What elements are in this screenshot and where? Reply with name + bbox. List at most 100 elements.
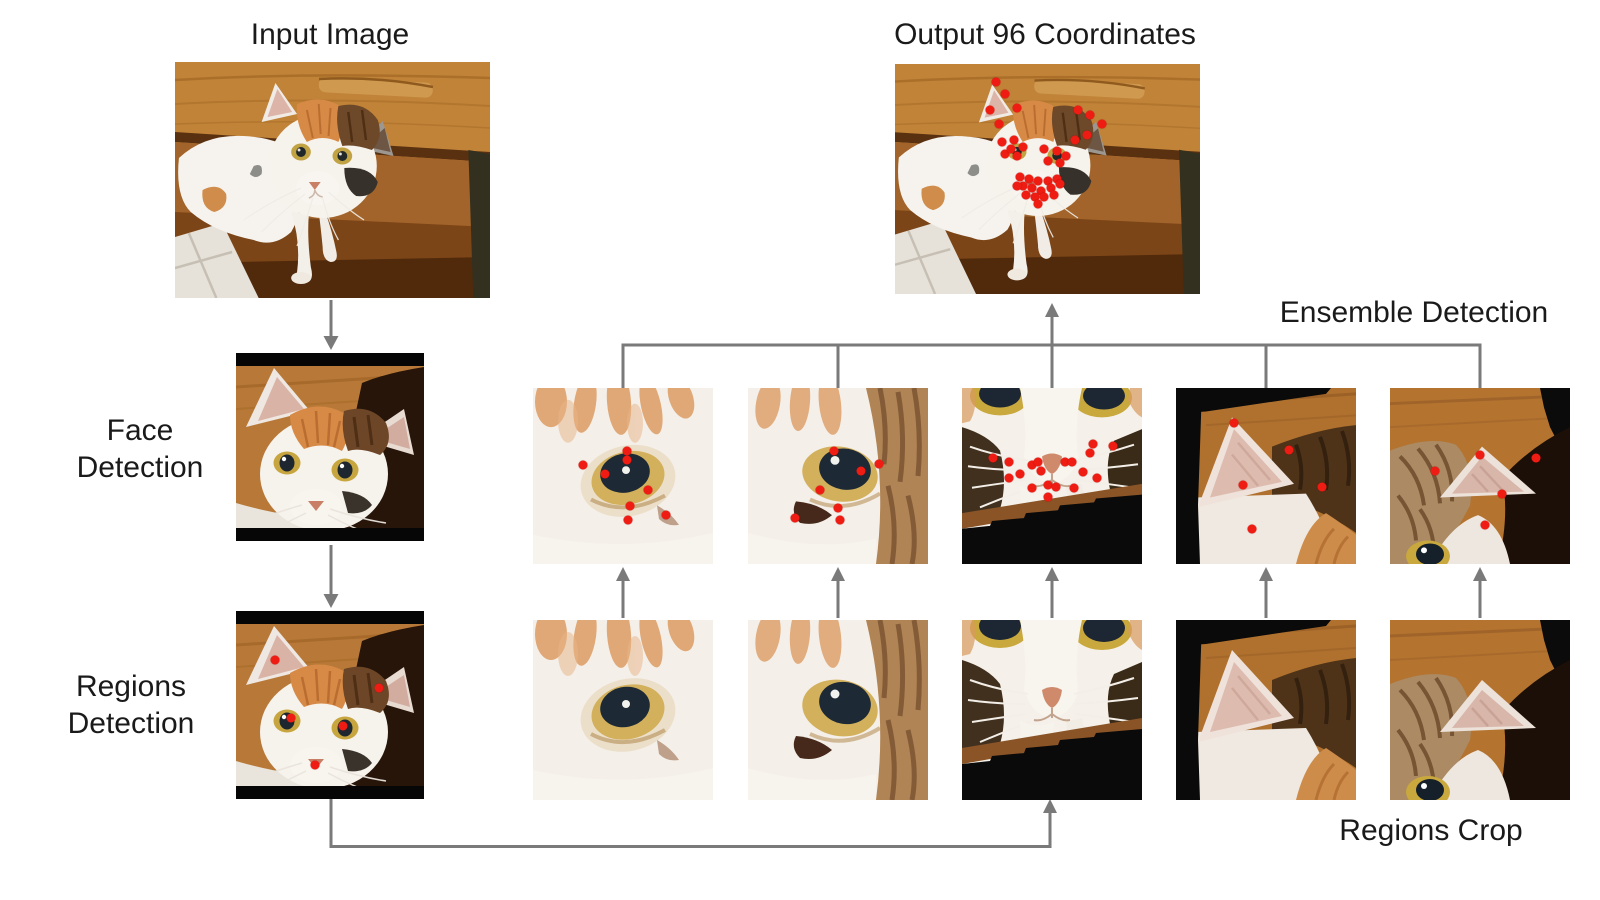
landmark-dot (1238, 480, 1248, 490)
landmark-dot (578, 460, 588, 470)
landmark-dot (1085, 448, 1095, 458)
landmark-dot (790, 513, 800, 523)
crop-right-eye (748, 620, 928, 800)
landmark-dot (622, 446, 632, 456)
landmark-dot (835, 515, 845, 525)
landmark-dot (815, 485, 825, 495)
landmark-dot (1012, 151, 1022, 161)
landmark-dot (994, 119, 1004, 129)
landmark-dot (1043, 176, 1052, 186)
face-detection-line1: Face (106, 414, 174, 447)
landmark-dot (1030, 192, 1040, 202)
landmark-dot (1043, 480, 1053, 490)
regions-to-crop-connector (329, 799, 1057, 848)
landmark-dot (1317, 482, 1327, 492)
landmark-dot (1088, 439, 1098, 449)
landmark-dot (1015, 172, 1025, 182)
landmark-dot (1108, 441, 1118, 451)
arrows-crops-to-region-detectors (616, 567, 1487, 618)
landmark-dot (1004, 473, 1014, 483)
output-title: Output 96 Coordinates (894, 18, 1196, 51)
regions-detection-line1: Regions (75, 670, 187, 703)
landmark-dot (1430, 466, 1440, 476)
crop-left-ear (1176, 620, 1356, 800)
landmark-dot (1049, 190, 1059, 200)
detected-left-ear (1176, 388, 1356, 564)
landmark-dot (661, 510, 671, 520)
landmark-dot (829, 446, 839, 456)
landmark-dot (1060, 457, 1070, 467)
landmark-dot (1073, 105, 1083, 115)
landmark-dot (997, 137, 1007, 147)
landmark-dot (1052, 146, 1062, 156)
landmark-dot (1497, 489, 1507, 499)
landmark-dot (1085, 110, 1095, 120)
landmark-dot (833, 503, 843, 513)
ensemble-detection-label: Ensemble Detection (1279, 296, 1549, 329)
landmark-dot (856, 466, 866, 476)
landmark-dot (1012, 181, 1022, 191)
landmark-dot (1070, 135, 1080, 145)
face-detection-label: Face Detection (40, 412, 240, 486)
landmark-dot (1284, 445, 1294, 455)
landmark-dot (1043, 156, 1052, 166)
landmark-dot (874, 459, 884, 469)
landmark-dot (1027, 460, 1037, 470)
landmark-dot (622, 455, 632, 465)
landmark-dot (1046, 183, 1056, 193)
landmark-dot (1229, 418, 1239, 428)
landmark-dot (1092, 473, 1102, 483)
landmark-dot (623, 515, 633, 525)
detected-right-eye (748, 388, 928, 564)
landmark-dot (1052, 174, 1062, 184)
landmark-dot (286, 713, 296, 723)
landmark-dot (1078, 467, 1088, 477)
input-cat-photo (175, 62, 490, 298)
landmark-dot (1027, 183, 1037, 193)
landmark-dot (1000, 89, 1010, 99)
arrow-face-to-regions (323, 545, 339, 608)
landmark-dot (1015, 469, 1025, 479)
detected-left-eye (533, 388, 713, 564)
landmark-dot (1009, 135, 1019, 145)
regions-detection-crop (236, 611, 424, 799)
landmark-dot (1018, 181, 1028, 191)
landmark-dot (1036, 186, 1046, 195)
landmark-dot (1055, 179, 1065, 189)
landmark-dot (1027, 483, 1037, 493)
landmark-dot (1051, 482, 1061, 492)
crop-left-eye (533, 620, 713, 800)
regions-detection-line2: Detection (67, 707, 195, 740)
detected-nose-mouth (962, 388, 1142, 564)
landmark-dot (1012, 103, 1022, 113)
landmark-dot (1033, 199, 1043, 209)
arrow-input-to-face (323, 300, 339, 350)
landmark-dot (1033, 176, 1043, 186)
crop-right-ear (1390, 620, 1570, 800)
landmark-dot (1055, 158, 1065, 168)
landmark-dot (1024, 174, 1034, 184)
face-detection-line2: Detection (76, 451, 204, 484)
landmark-dot (270, 655, 280, 665)
output-cat-photo-landmarks (895, 64, 1200, 294)
landmark-dot (1039, 192, 1049, 202)
landmark-dot (1043, 492, 1053, 502)
landmark-dot (1033, 457, 1043, 467)
landmark-dot (1006, 144, 1016, 154)
landmark-dot (625, 501, 635, 511)
landmark-dot (1480, 520, 1490, 530)
landmark-dot (374, 683, 384, 693)
landmark-dot (1069, 483, 1079, 493)
landmark-dot (1039, 144, 1049, 154)
landmark-dot (1061, 151, 1071, 161)
landmark-dot (1036, 466, 1046, 476)
landmark-dot (643, 485, 653, 495)
landmark-dot (600, 469, 610, 479)
landmark-dot (310, 760, 320, 770)
landmark-dot (1097, 119, 1107, 129)
landmark-dot (1067, 457, 1077, 467)
crop-nose-mouth (962, 620, 1142, 800)
landmark-dot (1475, 450, 1485, 460)
landmark-dot (1247, 524, 1257, 534)
regions-crop-label: Regions Crop (1339, 814, 1523, 847)
